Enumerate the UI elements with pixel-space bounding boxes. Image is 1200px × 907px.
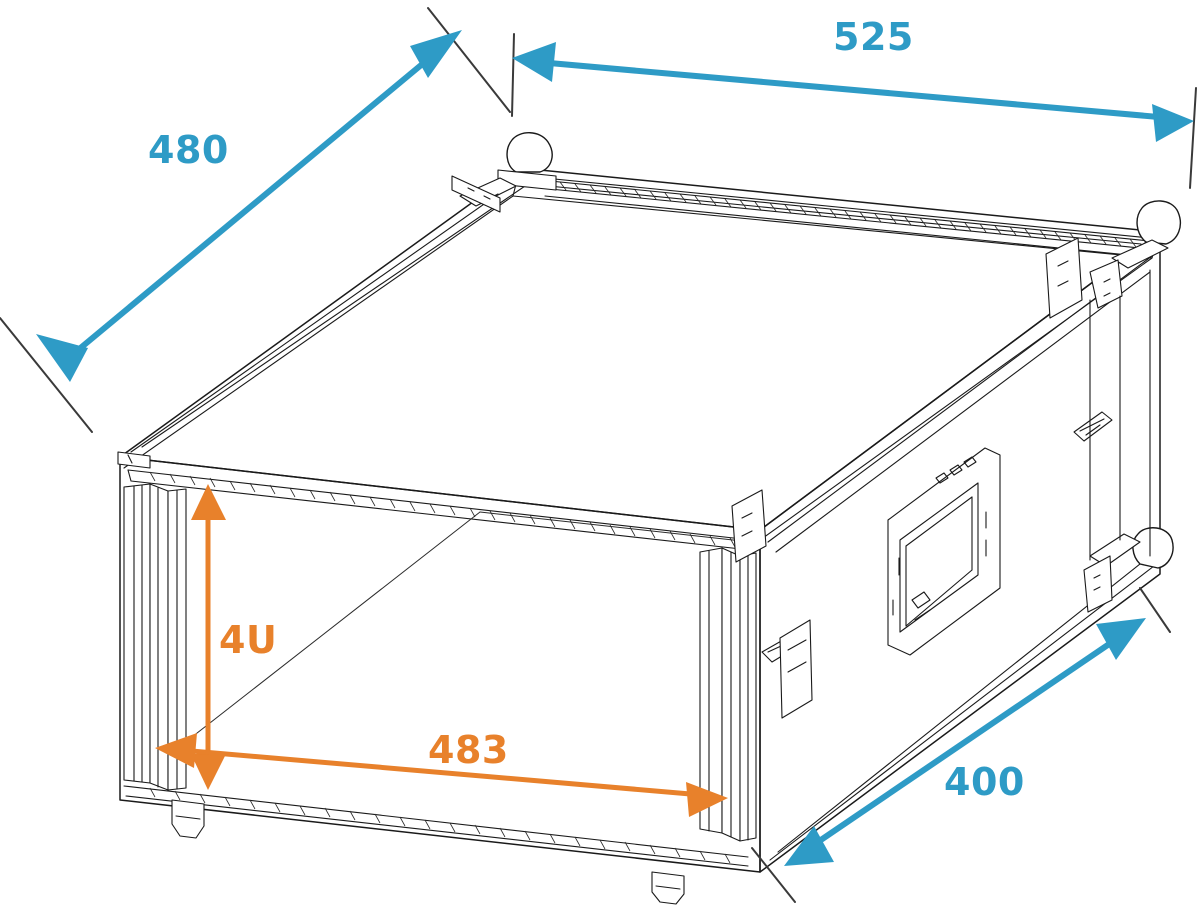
corner-bracket-front-left (117, 451, 151, 469)
case-body (117, 132, 1182, 905)
rack-rail-right (699, 547, 757, 842)
dimension-arrow-525 (512, 42, 1194, 142)
dimension-label-4u: 4U (219, 618, 278, 662)
dimension-label-400: 400 (944, 760, 1025, 804)
dimension-label-525: 525 (833, 15, 914, 59)
dimension-arrow-400 (784, 618, 1146, 866)
butterfly-latch (1073, 411, 1113, 442)
recessed-handle (887, 447, 1001, 656)
ball-corner-bottom-right (1083, 527, 1174, 613)
ball-corner-top-right (1089, 200, 1182, 309)
rack-rail-left (123, 483, 187, 791)
dimension-label-480: 480 (148, 128, 229, 172)
extension-lines (0, 7, 1197, 903)
foot-front-left (171, 799, 205, 839)
foot-front-right (651, 871, 685, 905)
dimension-arrow-483 (155, 733, 728, 817)
dimension-label-483: 483 (428, 728, 509, 772)
dimension-arrow-4u (191, 484, 226, 790)
corner-bracket-left-top (451, 175, 501, 213)
latch-bracket-front (779, 619, 813, 719)
corner-bracket-right (1045, 237, 1083, 319)
side-panel (759, 231, 1161, 873)
corner-bracket-front (731, 489, 767, 563)
dimension-arrow-480 (36, 30, 462, 382)
edge-extrusion (539, 179, 1151, 258)
